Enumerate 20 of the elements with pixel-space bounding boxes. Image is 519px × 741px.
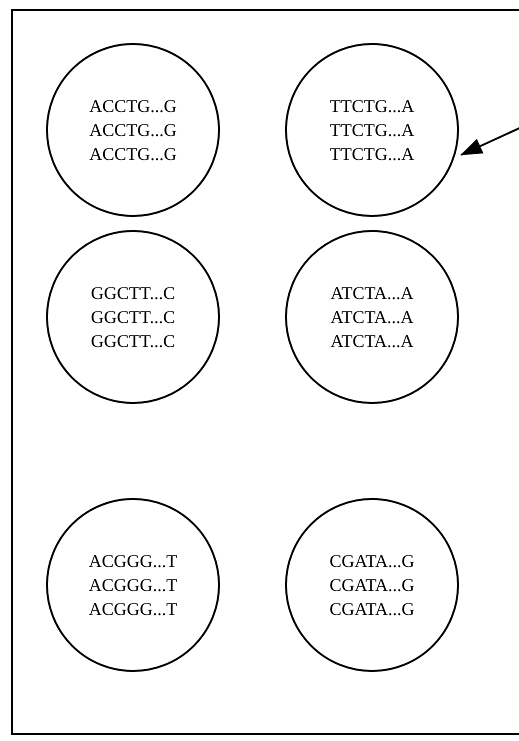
sequence-text: TTCTG...A (330, 95, 414, 118)
sequence-text: TTCTG...A (330, 143, 414, 166)
outer-box (11, 9, 519, 735)
sequence-text: CGATA...G (329, 574, 415, 597)
sequence-text: ACGGG...T (88, 574, 178, 597)
sequence-text: ACGGG...T (88, 598, 178, 621)
sequence-text: CGATA...G (329, 598, 415, 621)
sequence-text: GGCTT...C (90, 306, 176, 329)
sequence-text: ACCTG...G (89, 95, 177, 118)
sequence-text: ACGGG...T (88, 550, 178, 573)
sequence-text: GGCTT...C (90, 330, 176, 353)
sequence-text: GGCTT...C (90, 282, 176, 305)
sequence-text: ATCTA...A (330, 306, 414, 329)
sequence-text: ATCTA...A (330, 330, 414, 353)
sequence-text: ATCTA...A (330, 282, 414, 305)
sequence-text: ACCTG...G (89, 143, 177, 166)
sequence-text: TTCTG...A (330, 119, 414, 142)
sequence-text: CGATA...G (329, 550, 415, 573)
sequence-text: ACCTG...G (89, 119, 177, 142)
arrow (460, 126, 519, 156)
